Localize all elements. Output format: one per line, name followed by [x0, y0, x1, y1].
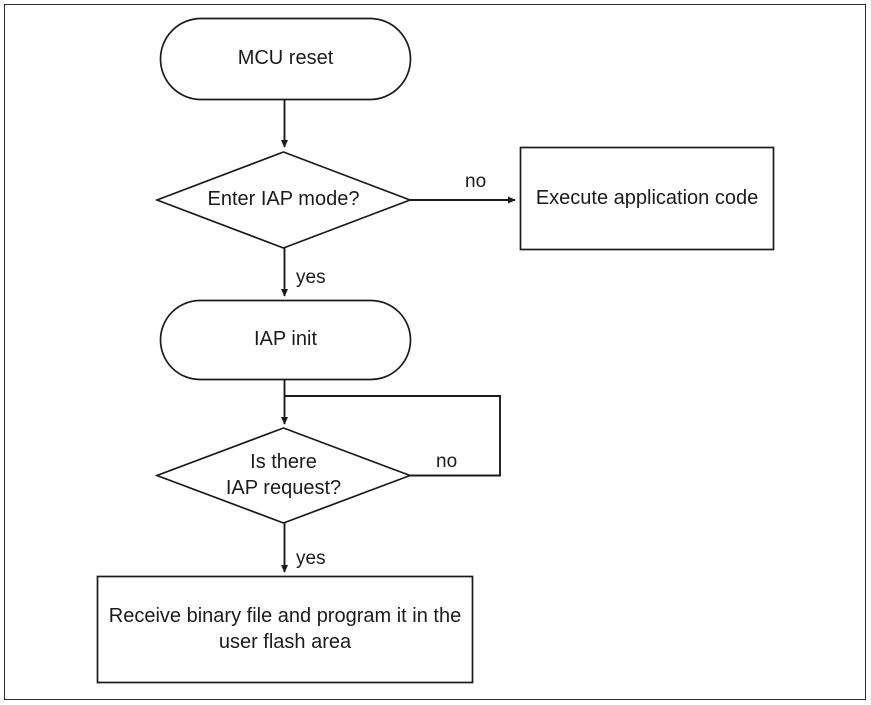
node-receive-binary-file [96, 575, 474, 684]
node-mcu-reset [159, 17, 412, 101]
connector-request-no-loop-back [284, 395, 501, 477]
node-execute-application-code [519, 146, 775, 251]
node-iap-init [159, 299, 412, 381]
node-enter-iap-mode [154, 151, 413, 249]
node-is-there-iap-request [154, 427, 413, 524]
